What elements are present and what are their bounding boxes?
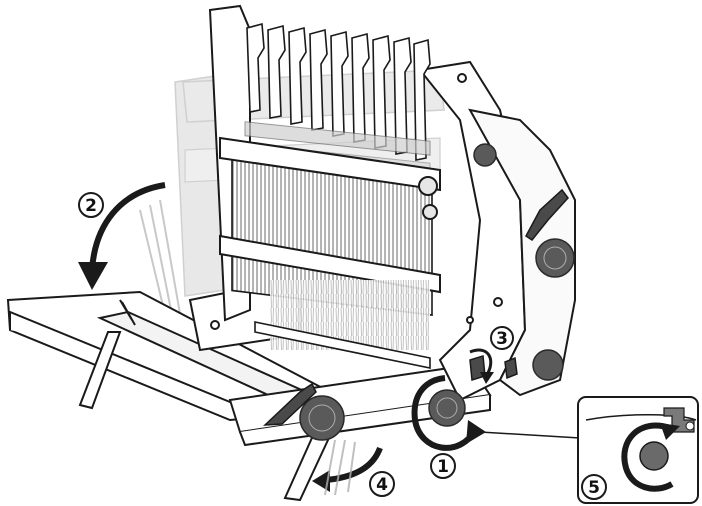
svg-text:4: 4	[376, 475, 388, 495]
callout-4: 4	[370, 472, 394, 496]
svg-text:5: 5	[588, 478, 600, 498]
callout-5: 5	[582, 475, 606, 499]
callout-1: 1	[431, 454, 455, 478]
callout-2: 2	[79, 193, 103, 217]
svg-text:3: 3	[496, 329, 508, 349]
fold-arrowhead	[78, 262, 108, 290]
callout-3: 3	[491, 327, 513, 349]
svg-text:2: 2	[85, 196, 97, 216]
svg-text:1: 1	[437, 457, 449, 477]
